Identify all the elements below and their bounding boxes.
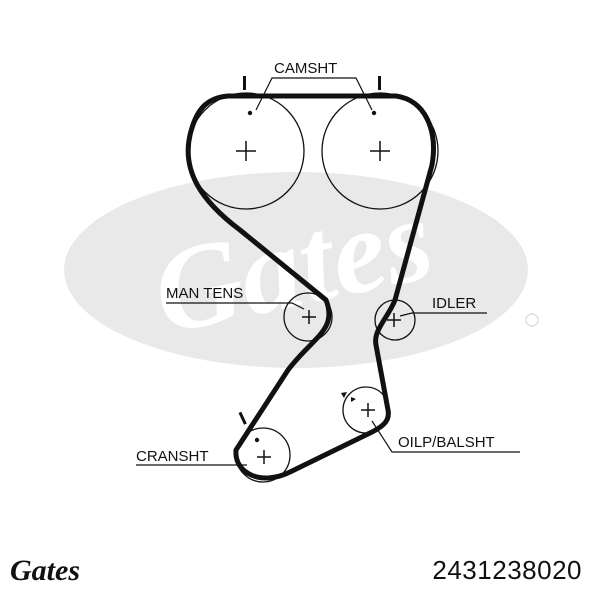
timing-triangle [341,392,347,398]
camshaft-pulley-right [321,92,439,210]
gates-logo: Gates [10,554,80,588]
timing-belt [185,93,436,481]
timing-mark [378,76,381,90]
timing-mark [238,411,247,425]
timing-triangle [351,397,356,402]
man-tens-leader [166,302,305,310]
center-mark [236,141,256,161]
part-number: 2431238020 [432,555,582,585]
gates-watermark: Gates [64,171,539,368]
oilp-balsht-label: OILP/BALSHT [398,434,495,451]
camsht-leader [255,77,373,111]
timing-dot [247,110,253,116]
center-mark [387,313,401,327]
center-mark [302,310,316,324]
oilp-leader [371,420,520,453]
timing-dot [371,110,377,116]
center-mark [361,403,375,417]
center-mark [370,141,390,161]
center-mark [257,450,271,464]
gates-logo-text: Gates [10,554,80,587]
cransht-label: CRANSHT [136,448,209,465]
timing-dot [254,437,260,443]
timing-mark [243,76,246,90]
idler-label: IDLER [432,295,476,312]
camsht-label: CAMSHT [274,60,337,77]
man-tens-label: MAN TENS [166,285,243,302]
tensioner-pulley [283,292,333,342]
idler-leader [399,312,487,317]
